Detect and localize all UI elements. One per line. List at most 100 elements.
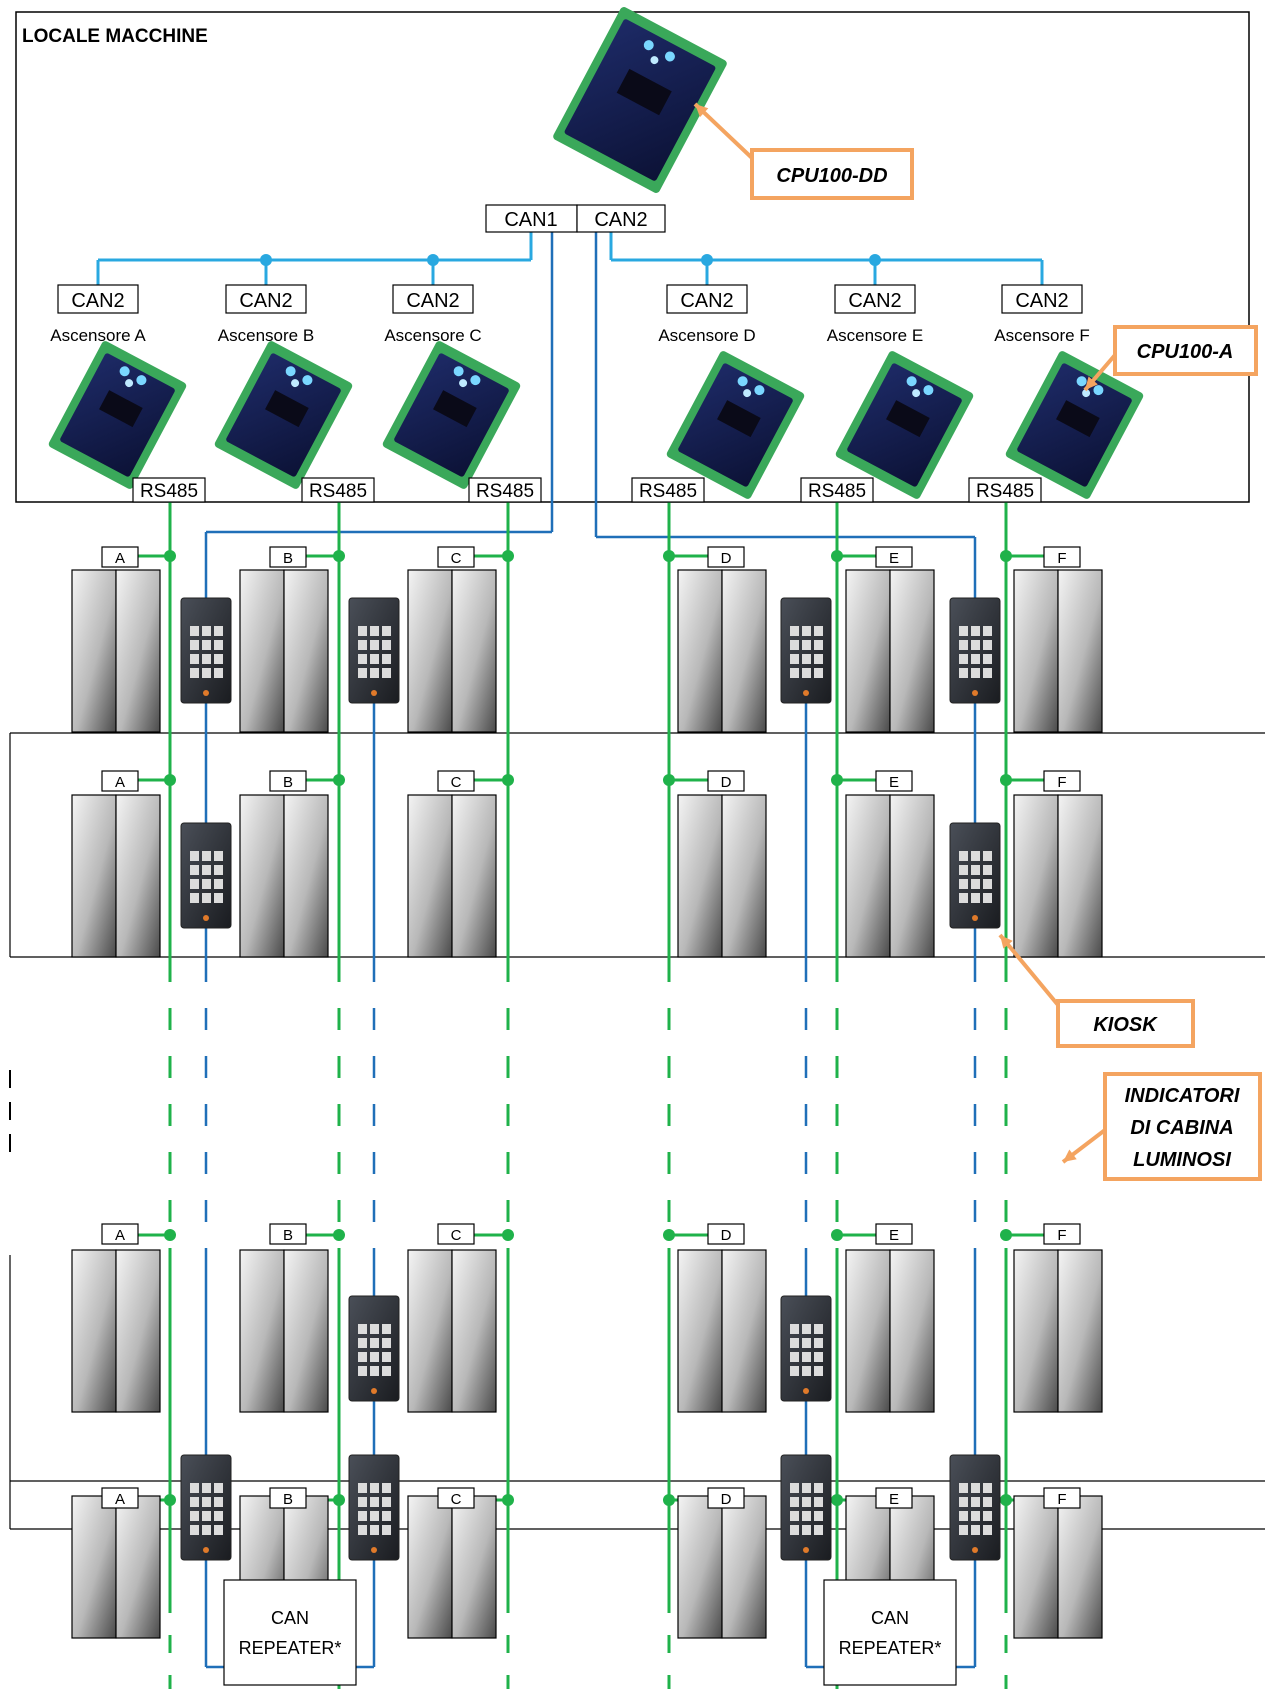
kiosk-key — [959, 626, 968, 636]
kiosk-key — [190, 654, 199, 664]
kiosk-key — [814, 1525, 823, 1535]
lift-rs485-label: RS485 — [140, 481, 198, 502]
kiosk-body — [949, 1454, 1001, 1561]
elevator-door-leaf — [721, 569, 767, 733]
kiosk-body — [780, 1295, 832, 1402]
kiosk-key — [358, 1483, 367, 1493]
kiosk-key — [382, 1483, 391, 1493]
kiosk-key — [790, 1511, 799, 1521]
elevator-door-leaf — [239, 569, 285, 733]
floor-indicator-letter: E — [889, 774, 899, 791]
kiosk-key — [790, 640, 799, 650]
board-display — [99, 390, 143, 428]
lift-rs485-box — [968, 477, 1042, 503]
callout-arrowhead — [1000, 935, 1013, 949]
kiosk-key — [382, 626, 391, 636]
elevator-door-leaf — [889, 1249, 935, 1413]
kiosk-key — [370, 1483, 379, 1493]
floor-indicator-box — [1043, 1223, 1081, 1245]
lift-rs485-box — [301, 477, 375, 503]
kiosk-key — [190, 893, 199, 903]
kiosk-key — [814, 1483, 823, 1493]
port-can2-box — [576, 204, 666, 233]
kiosk-key — [971, 851, 980, 861]
port-can1-label: CAN1 — [504, 209, 557, 231]
board-led — [453, 366, 464, 377]
kiosk-key — [358, 1511, 367, 1521]
kiosk-key — [971, 879, 980, 889]
kiosk-device — [180, 1454, 232, 1561]
kiosk-device — [348, 1454, 400, 1561]
kiosk-body — [180, 1454, 232, 1561]
callout-arrow — [693, 102, 754, 160]
kiosk-led — [803, 1547, 809, 1553]
kiosk-key — [370, 1324, 379, 1334]
elevator-door-leaf — [677, 1495, 723, 1639]
elevator-door-leaf — [451, 569, 497, 733]
kiosk-key — [983, 640, 992, 650]
kiosk-key — [983, 865, 992, 875]
floor-indicator-box — [707, 1487, 745, 1509]
kiosk-key — [802, 1366, 811, 1376]
kiosk-key — [802, 1483, 811, 1493]
kiosk-key — [202, 668, 211, 678]
kiosk-key — [814, 1338, 823, 1348]
kiosk-body — [780, 1454, 832, 1561]
can-junction-dot — [427, 254, 439, 266]
kiosk-led — [972, 1547, 978, 1553]
lift-can2-box — [1001, 284, 1083, 314]
callout-indicators-line2: DI CABINA — [1130, 1117, 1233, 1139]
board-led — [125, 379, 134, 388]
callout-arrowhead — [695, 104, 709, 118]
kiosk-led — [972, 915, 978, 921]
elevator-door-leaf — [845, 569, 891, 733]
kiosk-key — [190, 1483, 199, 1493]
floor-indicator-letter: D — [721, 550, 732, 567]
board-display — [717, 400, 761, 438]
board-led — [1093, 385, 1104, 396]
lift-controller-board — [1005, 351, 1144, 499]
elevator-door-leaf — [407, 1495, 453, 1639]
kiosk-key — [202, 626, 211, 636]
kiosk-key — [370, 668, 379, 678]
elevator-door-leaf — [721, 794, 767, 958]
kiosk-key — [959, 893, 968, 903]
kiosk-key — [971, 668, 980, 678]
kiosk-key — [983, 1483, 992, 1493]
lift-controller-board — [382, 341, 521, 489]
lift-can2-box — [225, 284, 307, 314]
kiosk-key — [214, 1511, 223, 1521]
elevator-door-leaf — [721, 1249, 767, 1413]
lift-name: Ascensore F — [994, 326, 1089, 345]
kiosk-body — [180, 822, 232, 929]
floor-indicator-box — [1043, 546, 1081, 568]
kiosk-key — [358, 1338, 367, 1348]
kiosk-key — [983, 893, 992, 903]
floor-indicator-letter: C — [451, 550, 462, 567]
board-led — [664, 51, 675, 62]
kiosk-key — [790, 668, 799, 678]
kiosk-key — [959, 1525, 968, 1535]
callout-indicators-line1: INDICATORI — [1125, 1085, 1240, 1107]
lift-can2-label: CAN2 — [680, 290, 733, 312]
lift-can2-box — [666, 284, 748, 314]
labels: CAN1 CAN2 CPU100-DD CPU100-A KIOSK INDIC… — [50, 102, 1262, 1686]
floor-indicator-letter: C — [451, 1491, 462, 1508]
board-led — [136, 375, 147, 386]
kiosk-key — [971, 1511, 980, 1521]
kiosk-key — [214, 1525, 223, 1535]
elevator-door-leaf — [677, 569, 723, 733]
lift-name: Ascensore C — [384, 326, 481, 345]
kiosk-key — [971, 865, 980, 875]
kiosk-key — [370, 1497, 379, 1507]
board-led — [1076, 376, 1087, 387]
kiosk-key — [370, 1366, 379, 1376]
kiosk-key — [190, 1511, 199, 1521]
kiosk-key — [202, 654, 211, 664]
kiosk-key — [983, 1525, 992, 1535]
floor-indicator-box — [437, 1487, 475, 1509]
elevator-door-leaf — [721, 1495, 767, 1639]
callout-cpu-dd-box — [750, 148, 914, 200]
floor-indicator-box — [269, 770, 307, 792]
